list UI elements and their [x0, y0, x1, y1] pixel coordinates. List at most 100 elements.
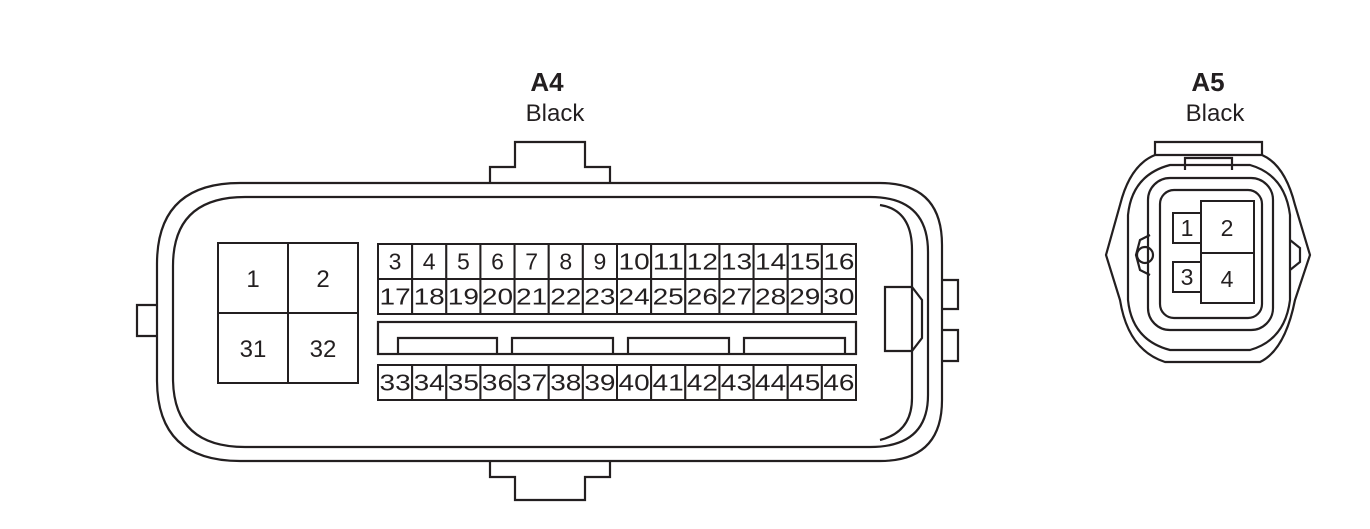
connector-a5-cavity — [1146, 176, 1275, 332]
connector-a4-keyway — [883, 285, 924, 353]
connector-a4-bottom-latch — [488, 461, 612, 502]
connector-a4-left-tab — [135, 303, 157, 338]
connector-a4-pin-label: 7 — [525, 249, 538, 275]
connector-a4-pin-label: 42 — [687, 370, 718, 396]
connector-a4-pin-label: 5 — [457, 249, 470, 275]
connector-a4-pin-label: 2 — [316, 266, 329, 293]
connector-a4-pin-cell — [445, 278, 482, 315]
connector-a5-id: A5 — [1191, 67, 1224, 97]
connector-a5: A5 Black 1 2 3 4 — [1104, 67, 1312, 364]
connector-a5-color: Black — [1186, 100, 1246, 127]
connector-a4-pin-cell — [650, 364, 687, 401]
connector-a4-lock-slot-3 — [626, 336, 731, 354]
connector-a4-pin-label: 3 — [389, 249, 402, 275]
connector-a4-inner-edge — [879, 203, 914, 442]
connector-a4-pin-label: 8 — [559, 249, 572, 275]
connector-a4-pin-label: 35 — [448, 370, 479, 396]
connector-a4-pin-cell — [217, 242, 289, 314]
connector-a5-right-key — [1289, 239, 1302, 271]
connector-a5-pin-label: 3 — [1181, 264, 1194, 290]
connector-a4-pin-label: 6 — [491, 249, 504, 275]
connector-a4-pin-cell — [217, 312, 289, 384]
connector-a4-pin-label: 26 — [687, 284, 718, 310]
connector-a4-pin-label: 10 — [619, 249, 650, 275]
connector-a4-pin-label: 46 — [823, 370, 854, 396]
connector-a5-top-clip — [1153, 140, 1264, 155]
connector-a4-pin-label: 25 — [653, 284, 684, 310]
connector-a4-pin-label: 20 — [482, 284, 513, 310]
connector-a4-pin-label: 37 — [516, 370, 547, 396]
connector-a4-pin-label: 22 — [550, 284, 581, 310]
connector-a4-pin-label: 24 — [619, 284, 650, 310]
connector-a4-pin-label: 19 — [448, 284, 479, 310]
connector-a4-lock-slot-4 — [742, 336, 847, 354]
connector-a4-pin-cell — [752, 278, 789, 315]
connector-a4-pin-cell — [820, 278, 857, 315]
connector-a5-pin-cell — [1200, 252, 1255, 304]
connector-a4-pin-label: 40 — [619, 370, 650, 396]
connector-a5-pin-label: 2 — [1221, 215, 1234, 241]
connector-a4-pin-label: 28 — [755, 284, 786, 310]
connector-a4-pin-cell — [581, 364, 618, 401]
connector-a4-pin-label: 30 — [823, 284, 854, 310]
connector-a4-pin-cell — [718, 243, 755, 280]
connector-a4-pin-cell — [513, 243, 550, 280]
connector-a4-pin-cell — [581, 278, 618, 315]
connector-a4-pin-cell — [684, 364, 721, 401]
connector-a4-pin-label: 15 — [789, 249, 820, 275]
connector-a5-housing — [1104, 153, 1312, 364]
connector-a4-pin-cell — [616, 364, 653, 401]
connector-a4-pin-cell — [513, 364, 550, 401]
connector-a5-pin-cell — [1172, 261, 1202, 293]
connector-a4-top-latch — [488, 140, 612, 183]
connector-a5-cavity-inner — [1158, 188, 1264, 320]
connector-a4-pin-label: 44 — [755, 370, 786, 396]
connector-a4-pin-label: 41 — [653, 370, 684, 396]
connector-a4-pin-cell — [616, 243, 653, 280]
connector-a4-pin-cell — [820, 364, 857, 401]
connector-a4-pin-label: 38 — [550, 370, 581, 396]
connector-a4-pin-cell — [650, 278, 687, 315]
connector-a4-color: Black — [526, 100, 586, 127]
connector-a4-pin-label: 1 — [246, 266, 259, 293]
connector-a4-pin-label: 17 — [380, 284, 411, 310]
connector-a4-pin-label: 4 — [423, 249, 436, 275]
connector-a4-pin-cell — [820, 243, 857, 280]
connector-a4-lock-slot-2 — [510, 336, 615, 354]
connector-a4-pin-cell — [786, 364, 823, 401]
connector-a4-right-tab-upper — [943, 278, 960, 311]
connector-a4-pin-label: 36 — [482, 370, 513, 396]
connector-a4-pin-label: 29 — [789, 284, 820, 310]
connector-a4-right-tab-lower — [943, 328, 960, 363]
connector-a5-housing-inner — [1126, 163, 1292, 352]
connector-a4-pin-label: 16 — [823, 249, 854, 275]
connector-a4-pin-label: 39 — [584, 370, 615, 396]
connector-a4-pin-label: 21 — [516, 284, 547, 310]
connector-a4-pin-label: 32 — [310, 336, 337, 363]
connector-a4-pin-label: 27 — [721, 284, 752, 310]
connector-a4-pin-label: 9 — [594, 249, 607, 275]
connector-a4-pin-cell — [287, 242, 359, 314]
connector-a4-inner-housing — [171, 195, 930, 449]
connector-a4-pin-cell — [287, 312, 359, 384]
connector-a4-pin-label: 13 — [721, 249, 752, 275]
connector-a4-pin-label: 14 — [755, 249, 786, 275]
connector-a4-pin-cell — [752, 243, 789, 280]
connector-a4-housing — [155, 181, 944, 463]
connector-a4-pin-cell — [513, 278, 550, 315]
connector-a4-pin-cell — [479, 243, 516, 280]
connector-a4-pin-label: 45 — [789, 370, 820, 396]
connector-a5-pin-label: 4 — [1221, 266, 1234, 292]
connector-a4-lock-slot-1 — [396, 336, 499, 354]
connector-a5-key-bump — [1135, 245, 1155, 265]
connector-a4-pin-label: 12 — [687, 249, 718, 275]
connector-a4-pin-cell — [377, 364, 414, 401]
connector-a4-pin-label: 34 — [414, 370, 445, 396]
connector-a4-pin-label: 18 — [414, 284, 445, 310]
connector-a4-pin-label: 43 — [721, 370, 752, 396]
connector-a4-pin-cell — [547, 278, 584, 315]
